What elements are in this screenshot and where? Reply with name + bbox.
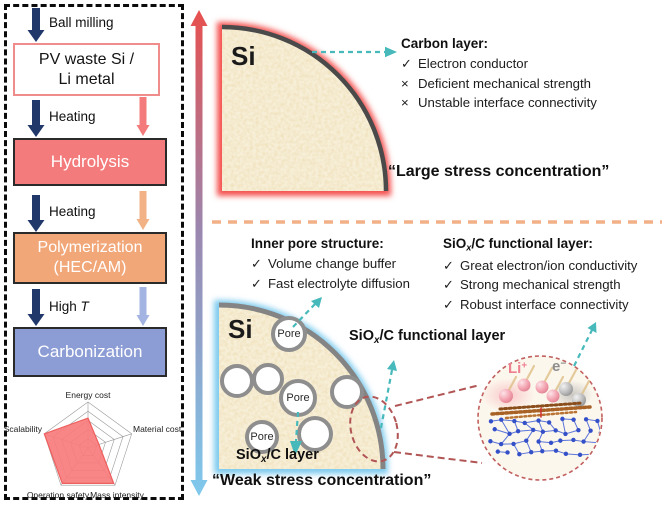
step-label-ball-milling: Ball milling xyxy=(49,15,114,30)
electron-spheres xyxy=(559,382,586,407)
caption-large-stress: “Large stress concentration” xyxy=(388,163,610,180)
inner-pore-callout: Inner pore structure: ✓ Volume change bu… xyxy=(251,236,410,293)
li-ion-spheres xyxy=(499,378,560,403)
radar-axis-label: Material cost xyxy=(133,424,182,434)
caption-weak-stress: “Weak stress concentration” xyxy=(212,472,432,489)
callout-item: ✓ Great electron/ion conductivity xyxy=(443,256,637,276)
electron-label: e− xyxy=(552,358,567,375)
si-label-bottom: Si xyxy=(228,314,253,344)
stress-gradient-arrow-icon xyxy=(190,10,208,496)
pore-label: Pore xyxy=(277,328,301,340)
check-icon: ✓ xyxy=(443,296,455,312)
pore-label: Pore xyxy=(286,392,310,404)
carbon-layer-heading: Carbon layer: xyxy=(401,36,489,51)
pore-label: Pore xyxy=(250,431,274,443)
step-label-heating-2: Heating xyxy=(49,204,96,219)
radar-series xyxy=(43,417,115,485)
callout-item: ✓ Electron conductor xyxy=(401,54,597,74)
ion-trails xyxy=(507,364,591,396)
magnifier-region-icon xyxy=(349,384,483,464)
check-icon: ✓ xyxy=(251,256,263,271)
check-icon: ✓ xyxy=(401,56,413,71)
radar-axis-label: Energy cost xyxy=(66,390,112,400)
callout-item: ✓ Robust interface connectivity xyxy=(443,295,637,315)
pore-icons xyxy=(220,316,364,454)
box-polymerization: Polymerization (HEC/AM) xyxy=(13,232,167,284)
magnified-inset xyxy=(477,355,603,481)
box-carbonization: Carbonization xyxy=(13,327,167,377)
functional-layer-callout: SiOx/C functional layer: ✓ Great electro… xyxy=(443,236,637,314)
step-label-high-t: High T xyxy=(49,299,89,314)
callout-item: ✓ Volume change buffer xyxy=(251,254,410,274)
step-label-heating-1: Heating xyxy=(49,109,96,124)
flow-arrow-down-icon xyxy=(27,8,45,326)
radar-axis-label: Scalability xyxy=(4,424,43,434)
box-pv-line1: PV waste Si / xyxy=(38,50,135,68)
radar-axis-label: Mass intensity xyxy=(90,490,145,500)
check-icon: ✓ xyxy=(251,275,263,291)
process-flow-panel xyxy=(4,4,184,500)
siox-shell-arc xyxy=(218,302,386,470)
box-pv-waste: PV waste Si / Li metal xyxy=(13,43,160,96)
cross-icon: × xyxy=(401,75,409,91)
radar-axis-label: Operation safety xyxy=(27,490,90,500)
label-siox-functional-layer: SiOx/C functional layer xyxy=(349,328,506,346)
callout-item: ✓ Fast electrolyte diffusion xyxy=(251,274,410,294)
flow-stage-arrow-icon xyxy=(136,97,150,326)
li-ion-label: Li+ xyxy=(508,360,528,377)
callout-arrow-icons xyxy=(290,297,597,456)
functional-layer-heading: SiOx/C functional layer: xyxy=(443,236,593,253)
box-pv-line2: Li metal xyxy=(58,70,115,88)
label-siox-layer: SiOx/C layer xyxy=(236,447,319,465)
si-label-top: Si xyxy=(231,41,256,71)
carbon-layer-callout: Carbon layer: ✓ Electron conductor × Def… xyxy=(401,36,597,113)
carbon-shell-arc xyxy=(221,24,389,192)
check-icon: ✓ xyxy=(443,257,455,273)
carbon-layer-callout-arrow-icon xyxy=(312,46,397,58)
callout-item: ✓ Strong mechanical strength xyxy=(443,275,637,295)
cross-icon: × xyxy=(401,95,409,110)
box-hydrolysis: Hydrolysis xyxy=(13,138,167,186)
callout-item: × Deficient mechanical strength xyxy=(401,74,597,94)
callout-item: × Unstable interface connectivity xyxy=(401,93,597,113)
si-particle-carbon-coated xyxy=(217,21,392,196)
carbon-sheet xyxy=(490,401,592,420)
si-particle-porous-coated xyxy=(214,299,389,474)
check-icon: ✓ xyxy=(443,277,455,293)
